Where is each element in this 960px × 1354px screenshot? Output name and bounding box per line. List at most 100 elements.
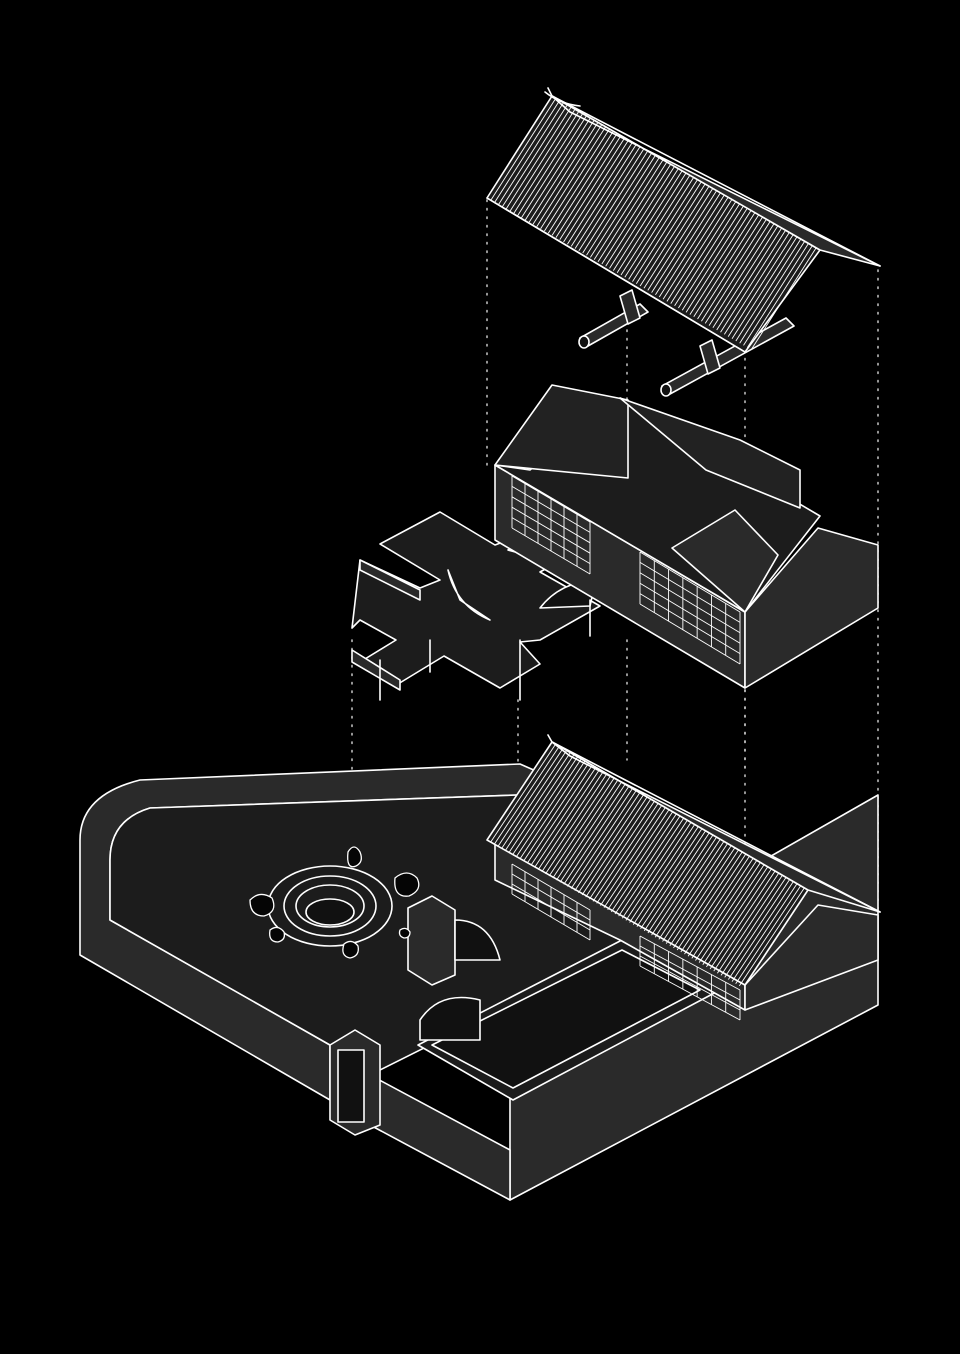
detail-line <box>592 803 659 902</box>
detail-line <box>625 822 692 921</box>
detail-line <box>567 141 633 245</box>
round-well <box>267 865 393 947</box>
detail-line <box>524 117 591 221</box>
detail-line <box>593 157 660 260</box>
detail-line <box>687 858 754 957</box>
detail-line <box>621 819 688 919</box>
interior-partition <box>671 509 779 613</box>
detail-line <box>685 210 752 313</box>
detail-line <box>639 572 741 634</box>
detail-line <box>691 860 758 959</box>
detail-line <box>639 603 741 665</box>
detail-line <box>589 155 656 258</box>
detail-line <box>545 775 611 875</box>
detail-line <box>607 811 674 911</box>
rock <box>249 893 275 917</box>
rock <box>269 926 286 943</box>
detail-line <box>536 124 603 227</box>
detail-line <box>511 527 591 575</box>
detail-line <box>717 874 783 974</box>
detail-line <box>681 207 748 311</box>
detail-line <box>669 847 736 946</box>
detail-line <box>639 551 741 613</box>
detail-line <box>530 767 597 866</box>
detail-line <box>567 788 633 887</box>
detail-line <box>698 864 765 963</box>
detail-line <box>673 849 739 949</box>
building-layer <box>351 384 879 701</box>
detail-line <box>511 863 591 911</box>
site-layer <box>79 734 881 1201</box>
detail-line <box>708 223 775 326</box>
detail-line <box>618 817 685 917</box>
detail-line <box>511 486 591 533</box>
detail-line <box>643 832 710 932</box>
courtyard-wall <box>407 895 456 986</box>
wall-arch <box>454 919 501 961</box>
detail-line <box>519 760 586 860</box>
detail-line <box>647 834 714 934</box>
detail-line <box>508 754 575 853</box>
detail-line <box>620 172 687 276</box>
detail-line <box>501 750 568 849</box>
slab-edge <box>359 559 421 601</box>
detail-line <box>504 752 571 851</box>
detail-line <box>563 139 629 243</box>
detail-line <box>540 126 606 230</box>
detail-line <box>589 800 655 900</box>
site-building-gable <box>744 904 879 1011</box>
back-gable-wall <box>494 384 629 479</box>
detail-line <box>552 779 619 879</box>
detail-line <box>680 853 747 953</box>
detail-line <box>735 885 802 985</box>
detail-line <box>511 873 591 921</box>
slab-edge <box>351 649 401 691</box>
detail-line <box>639 955 741 1011</box>
site-roof-tiles <box>490 743 805 987</box>
detail-line <box>511 496 591 544</box>
detail-line <box>544 128 610 232</box>
detail-line <box>647 188 714 291</box>
detail-line <box>735 238 802 342</box>
garden-rocks <box>249 846 420 959</box>
detail-line <box>639 562 741 623</box>
detail-line <box>727 234 794 337</box>
beam-end <box>578 335 590 349</box>
roof-layer <box>486 87 881 397</box>
arch-opening <box>447 569 491 621</box>
detail-line <box>706 868 772 968</box>
detail-line <box>551 133 618 236</box>
detail-line <box>632 826 699 925</box>
detail-line <box>585 798 652 898</box>
detail-line <box>654 839 721 938</box>
detail-line <box>570 144 637 247</box>
site-outer-wall-left <box>369 1074 511 1201</box>
beam-post <box>619 289 641 325</box>
detail-line <box>639 935 741 991</box>
detail-line <box>574 792 641 891</box>
site-lattice-windows <box>511 863 741 1021</box>
detail-line <box>614 815 681 915</box>
detail-line <box>695 862 761 961</box>
roof-eave <box>544 91 581 107</box>
detail-line <box>674 203 740 307</box>
detail-line <box>639 593 741 654</box>
detail-line <box>743 243 809 346</box>
detail-line <box>639 965 741 1021</box>
detail-line <box>639 582 741 644</box>
detail-line <box>713 872 780 972</box>
detail-line <box>624 174 691 278</box>
roof-beams <box>578 289 795 397</box>
detail-line <box>555 135 622 238</box>
detail-line <box>501 104 568 208</box>
detail-line <box>517 113 584 216</box>
detail-line <box>526 765 593 864</box>
detail-line <box>727 881 794 980</box>
detail-line <box>511 893 591 941</box>
detail-line <box>511 883 591 931</box>
roof-tiles <box>490 97 817 351</box>
detail-line <box>581 796 648 896</box>
detail-line <box>702 866 769 965</box>
detail-line <box>559 784 626 883</box>
